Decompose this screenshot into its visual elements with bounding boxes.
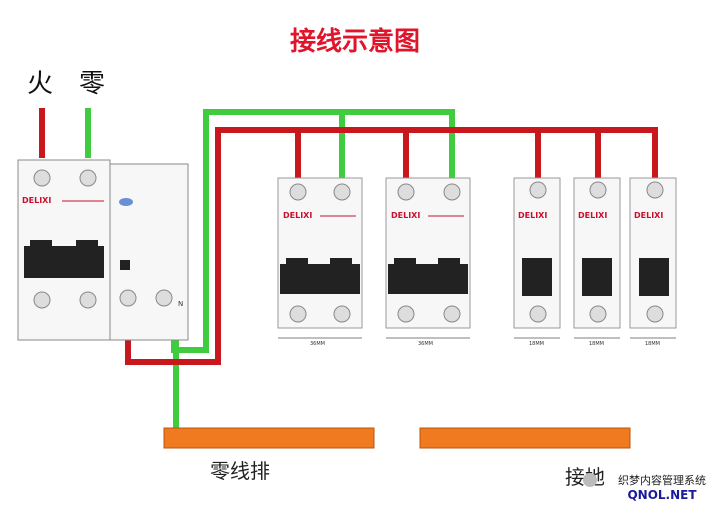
rcd-module: N [109, 163, 189, 341]
width-label: 36MM [418, 341, 433, 347]
main-breaker: DELIXI [17, 159, 111, 341]
width-label: 36MM [310, 341, 325, 347]
wechat-icon [583, 473, 597, 487]
watermark-line1: 织梦内容管理系统 [618, 473, 706, 487]
live-label: 火 [27, 69, 53, 99]
watermark-line2: QNOL.NET [627, 488, 697, 502]
breaker-b2: DELIXI 36MM [385, 177, 471, 347]
ground-bar [419, 427, 631, 449]
neutral-bar [163, 427, 375, 449]
brand-label: DELIXI [283, 211, 312, 220]
rcd-terminal-label: N [178, 300, 183, 308]
diagram-title: 接线示意图 [290, 26, 420, 57]
brand-label: DELIXI [22, 196, 51, 205]
neutral-label: 零 [79, 69, 105, 99]
width-label: 18MM [645, 341, 660, 347]
brand-label: DELIXI [578, 211, 607, 220]
breaker-b1: DELIXI 36MM [277, 177, 363, 347]
brand-label: DELIXI [391, 211, 420, 220]
brand-label: DELIXI [634, 211, 663, 220]
breaker-b3: DELIXI 18MM [513, 177, 561, 347]
watermark: 织梦内容管理系统 QNOL.NET [583, 470, 720, 504]
neutral-bar-label: 零线排 [210, 459, 270, 483]
brand-label: DELIXI [518, 211, 547, 220]
breaker-b5: DELIXI 18MM [629, 177, 677, 347]
width-label: 18MM [529, 341, 544, 347]
breaker-b4: DELIXI 18MM [573, 177, 621, 347]
width-label: 18MM [589, 341, 604, 347]
live-bus-wire [125, 127, 658, 365]
